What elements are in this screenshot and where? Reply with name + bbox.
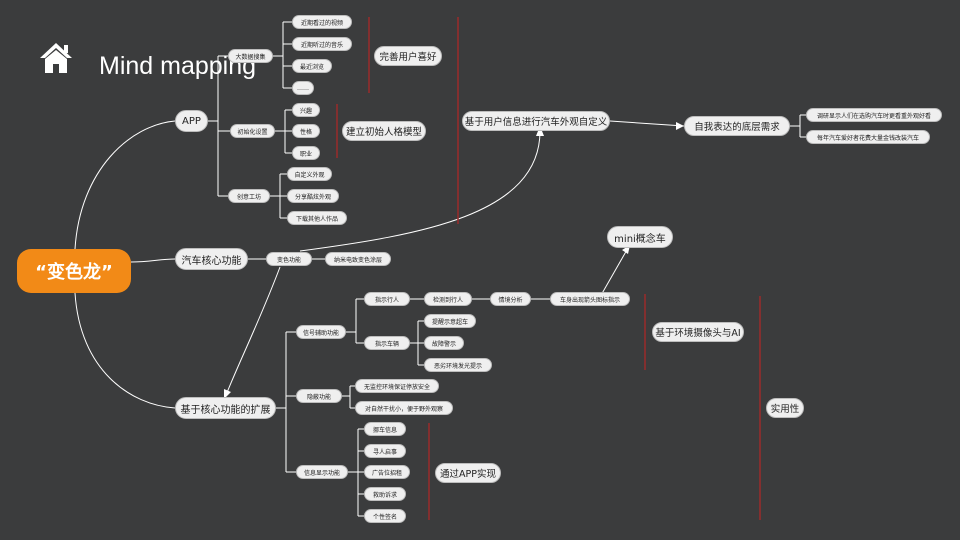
research-node[interactable]: 调研显示人们在选购汽车时更看重外观好看 [806,108,942,122]
hide-node[interactable]: 隐蔽功能 [296,389,342,403]
mini-concept-node[interactable]: mini概念车 [607,226,673,248]
home-icon[interactable] [38,41,74,79]
leaf-node[interactable]: 下载其他人作品 [287,211,347,225]
workshop-node[interactable]: 创意工坊 [228,189,270,203]
extension-node[interactable]: 基于核心功能的扩展 [175,397,276,419]
leaf-node[interactable]: 恶劣环境发光提示 [424,358,492,372]
leaf-node[interactable]: 故障警示 [424,336,464,350]
big-data-node[interactable]: 大数据搜集 [228,49,273,63]
group-label[interactable]: 建立初始人格模型 [342,121,426,141]
group-label[interactable]: 完善用户喜好 [374,46,442,66]
group-label[interactable]: 基于环境摄像头与AI [652,322,744,342]
leaf-node[interactable]: 检测到行人 [424,292,472,306]
leaf-node[interactable]: 寻人启事 [364,444,406,458]
practicality-label[interactable]: 实用性 [766,398,804,418]
leaf-node[interactable]: 纳米电致变色涂层 [325,252,391,266]
leaf-node[interactable]: 分享酷炫外观 [287,189,339,203]
leaf-node[interactable]: 提醒示意超车 [424,314,476,328]
info-display-node[interactable]: 信息显示功能 [296,465,348,479]
custom-appearance-node[interactable]: 基于用户信息进行汽车外观自定义 [462,111,610,131]
leaf-node[interactable]: 性格 [292,124,320,138]
leaf-node[interactable]: 近期听过的音乐 [292,37,352,51]
leaf-node[interactable]: 近期看过的视频 [292,15,352,29]
self-expression-node[interactable]: 自我表达的底层需求 [684,116,790,136]
leaf-node[interactable]: 职业 [292,146,320,160]
root-node[interactable]: “变色龙” [17,249,131,293]
group-label[interactable]: 通过APP实现 [435,463,501,483]
change-color-node[interactable]: 变色功能 [266,252,312,266]
leaf-node[interactable]: 广告位招租 [364,465,410,479]
leaf-node[interactable]: …… [292,81,314,95]
leaf-node[interactable]: 指示车辆 [364,336,410,350]
leaf-node[interactable]: 救助诉求 [364,487,406,501]
app-node[interactable]: APP [175,110,208,132]
leaf-node[interactable]: 指示行人 [364,292,410,306]
leaf-node[interactable]: 车身出现箭头图标指示 [550,292,630,306]
init-node[interactable]: 初始化设置 [230,124,275,138]
core-function-node[interactable]: 汽车核心功能 [175,248,248,270]
leaf-node[interactable]: 最近浏览 [292,59,332,73]
leaf-node[interactable]: 兴趣 [292,103,320,117]
leaf-node[interactable]: 个性签名 [364,509,406,523]
leaf-node[interactable]: 无监控环境保证停放安全 [355,379,439,393]
leaf-node[interactable]: 挪车信息 [364,422,406,436]
leaf-node[interactable]: 情境分析 [490,292,531,306]
leaf-node[interactable]: 对自然干扰小，便于野外观察 [355,401,453,415]
leaf-node[interactable]: 自定义外观 [287,167,332,181]
research-node[interactable]: 每年汽车爱好者花费大量金钱改装汽车 [806,130,930,144]
signal-node[interactable]: 信号辅助功能 [296,325,346,339]
